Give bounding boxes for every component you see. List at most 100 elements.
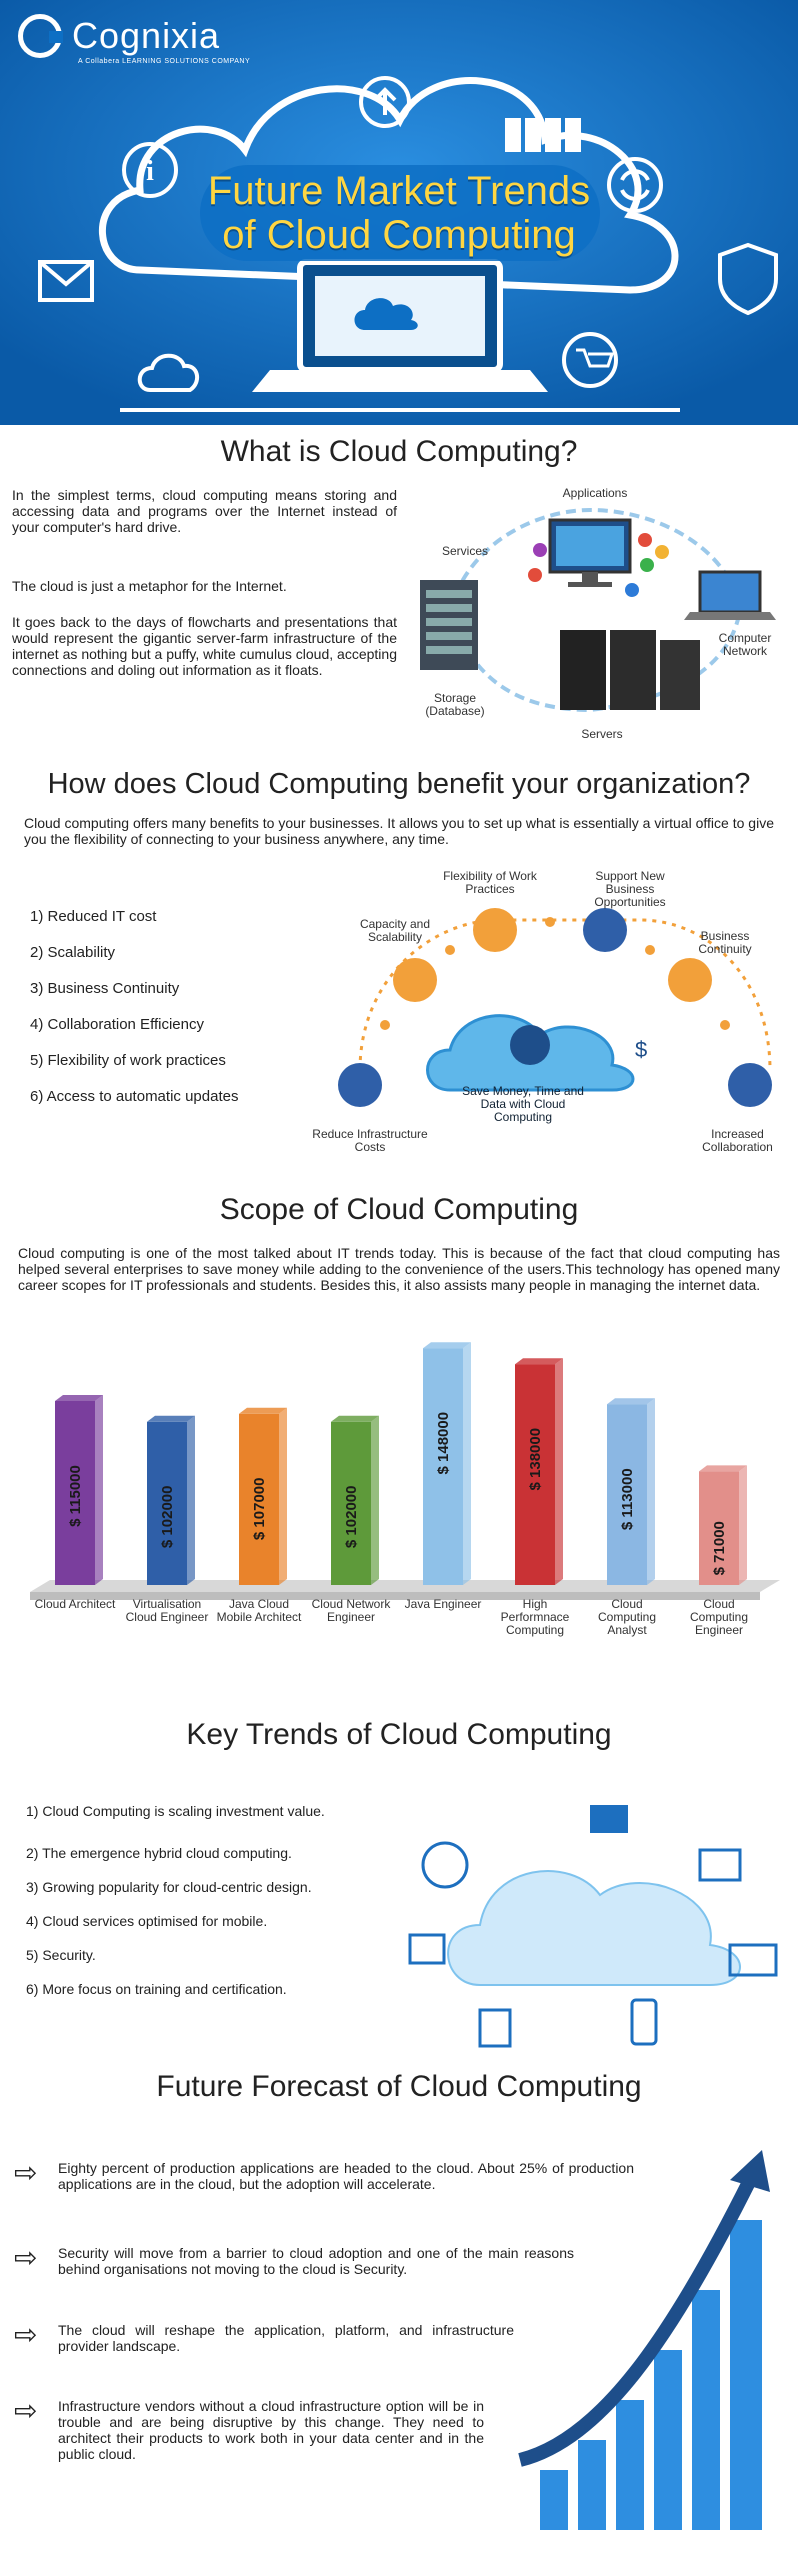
email-icon	[590, 1805, 628, 1833]
chart-bar	[331, 1421, 371, 1585]
bar-category-label: Cloud Computing Engineer	[689, 1597, 749, 1637]
svg-text:i: i	[146, 156, 154, 187]
bar-top	[55, 1395, 103, 1401]
benefit-center: Save Money, Time and Data with Cloud Com…	[462, 1084, 584, 1124]
bar-category-label: Virtualisation Cloud Engineer	[125, 1597, 209, 1624]
label-applications: Applications	[562, 486, 628, 500]
benefit-capacity: Capacity and Scalability	[359, 917, 431, 944]
bar-top	[147, 1415, 195, 1422]
hero-banner: i Cognixia A	[0, 0, 798, 425]
forecast-item: ⇨ The cloud will reshape the application…	[14, 2319, 514, 2355]
bar-category-label: Cloud Network Engineer	[311, 1597, 391, 1624]
arrow-icon: ⇨	[14, 2242, 38, 2273]
benefit-collab: Increased Collaboration	[702, 1127, 773, 1154]
trends-cloud-icon	[447, 1870, 741, 1986]
cart-icon	[562, 332, 618, 388]
hero-title-line1: Future Market Trends	[207, 169, 591, 213]
globe-icon	[510, 1025, 550, 1065]
forecast-item: ⇨ Eighty percent of production applicati…	[14, 2157, 634, 2193]
bar-value-label: $ 113000	[619, 1468, 636, 1530]
arrow-icon: ⇨	[14, 2319, 38, 2350]
bar-top	[515, 1358, 563, 1365]
list-item: 2) The emergence hybrid cloud computing.	[26, 1845, 292, 1861]
benefits-intro: Cloud computing offers many benefits to …	[24, 815, 774, 847]
benefit-reduce: Reduce Infrastructure Costs	[312, 1127, 428, 1154]
list-item: 6) More focus on training and certificat…	[26, 1981, 287, 1997]
sync-icon	[607, 157, 663, 213]
bar-category-label: Cloud Computing Analyst	[597, 1597, 657, 1637]
desktop-icon	[408, 1933, 446, 1965]
what-is-p2: The cloud is just a metaphor for the Int…	[12, 578, 287, 594]
svg-text:$: $	[635, 1037, 647, 1062]
mobile-icon	[630, 1998, 658, 2046]
bar-side	[279, 1407, 287, 1585]
bar-side	[739, 1465, 747, 1585]
trends-illustration	[408, 1805, 778, 2048]
salary-bar-chart: $ 115000 $ 102000 $ 107000 $ 102000 $ 148000…	[30, 1342, 780, 1600]
list-item: 3) Growing popularity for cloud-centric …	[26, 1879, 312, 1895]
list-item: 2) Scalability	[30, 944, 116, 961]
list-item: 3) Business Continuity	[30, 980, 180, 997]
laptop-icon	[698, 1848, 742, 1882]
bar-value-label: $ 102000	[343, 1486, 360, 1549]
servers-icon	[560, 630, 700, 710]
benefit-flexibility: Flexibility of Work Practices	[443, 869, 537, 896]
bar-category-label: Java Engineer	[404, 1597, 482, 1611]
bar-value-label: $ 107000	[251, 1478, 268, 1541]
brand-name: Cognixia	[72, 15, 221, 56]
bar-side	[187, 1415, 195, 1585]
list-item: 4) Collaboration Efficiency	[30, 1016, 204, 1033]
label-servers: Servers	[581, 727, 623, 741]
upload-icon	[359, 76, 411, 128]
app-icons	[528, 533, 669, 597]
brand-logo: Cognixia	[18, 14, 220, 58]
forecast-item: ⇨ Infrastructure vendors without a cloud…	[14, 2397, 484, 2463]
bar-top	[607, 1398, 655, 1405]
key-trends-list: 1) Cloud Computing is scaling investment…	[26, 1803, 396, 2015]
benefits-title: How does Cloud Computing benefit your or…	[47, 768, 751, 800]
label-computer-network: Computer Network	[718, 631, 772, 658]
small-cloud-icon	[137, 353, 200, 392]
label-services: Services	[441, 544, 488, 558]
chart-bar	[239, 1413, 279, 1585]
bar-category-label: Cloud Architect	[34, 1597, 116, 1611]
bar-value-label: $ 71000	[711, 1521, 728, 1575]
benefit-support: Support New Business Opportunities	[594, 869, 666, 909]
label-storage: Storage (Database)	[425, 691, 485, 718]
bar-value-label: $ 148000	[435, 1412, 452, 1475]
bar-top	[331, 1415, 379, 1422]
hero-illustration: i	[0, 0, 798, 425]
forecast-text: Security will move from a barrier to clo…	[58, 2245, 574, 2277]
what-is-title: What is Cloud Computing?	[220, 435, 578, 468]
list-item: 6) Access to automatic updates	[30, 1088, 239, 1105]
forecast-item: ⇨ Security will move from a barrier to c…	[14, 2242, 574, 2278]
shield-icon	[718, 242, 778, 316]
server-icon	[505, 118, 581, 152]
globe-icon	[421, 1841, 469, 1889]
arrow-icon: ⇨	[14, 2157, 38, 2188]
key-trends-title: Key Trends of Cloud Computing	[186, 1718, 612, 1751]
benefits-diagram: $	[338, 908, 772, 1107]
network-icon	[728, 1943, 778, 1977]
list-item: 1) Reduced IT cost	[30, 908, 157, 925]
cloud-components-diagram	[420, 507, 776, 713]
list-item: 1) Cloud Computing is scaling investment…	[26, 1803, 325, 1819]
forecast-text: The cloud will reshape the application, …	[58, 2322, 514, 2354]
what-is-p3: It goes back to the days of flowcharts a…	[12, 614, 397, 678]
chart-bar	[147, 1421, 187, 1585]
what-is-p1: In the simplest terms, cloud computing m…	[12, 487, 397, 535]
bar-value-label: $ 102000	[159, 1486, 176, 1549]
hero-title-line2: of Cloud Computing	[222, 213, 576, 257]
bar-side	[647, 1398, 655, 1585]
bar-value-label: $ 115000	[67, 1465, 84, 1527]
chart-bar	[423, 1348, 463, 1585]
info-icon	[122, 142, 178, 198]
bar-top	[699, 1465, 747, 1472]
list-item: 4) Cloud services optimised for mobile.	[26, 1913, 268, 1929]
bar-top	[239, 1407, 287, 1414]
bar-top	[423, 1342, 471, 1349]
laptop-network-icon	[684, 570, 776, 620]
chart-bar	[55, 1401, 95, 1585]
chart-bar	[515, 1364, 555, 1585]
